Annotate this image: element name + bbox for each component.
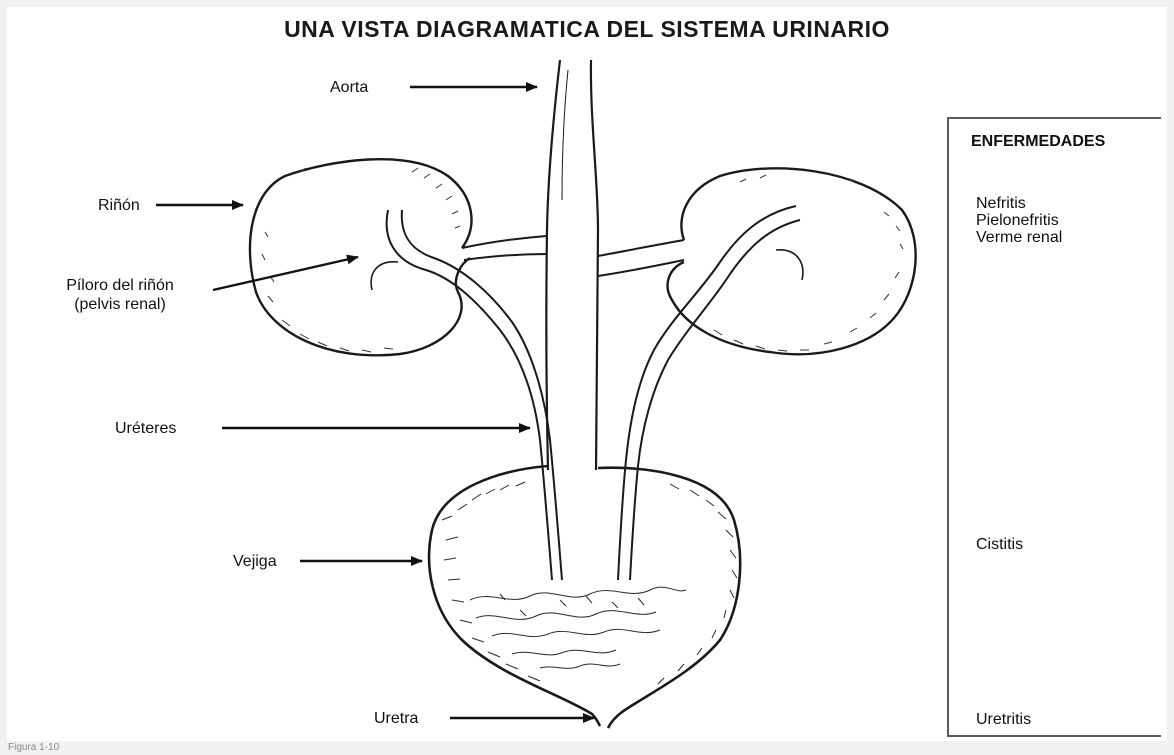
bladder-texture [442, 482, 737, 684]
label-uretra: Uretra [374, 709, 418, 728]
disease-item: Pielonefritis [976, 212, 1059, 229]
disease-item: Verme renal [976, 229, 1062, 246]
label-piloro: Píloro del riñón (pelvis renal) [25, 276, 215, 314]
bladder [429, 466, 740, 728]
label-aorta: Aorta [330, 78, 368, 97]
right-ureter [618, 206, 803, 580]
left-ureter [371, 210, 562, 580]
label-vejiga: Vejiga [233, 552, 277, 571]
label-ureteres: Uréteres [115, 419, 176, 438]
label-piloro-line1: Píloro del riñón [25, 276, 215, 295]
disease-item: Cistitis [976, 536, 1023, 553]
label-piloro-line2: (pelvis renal) [25, 295, 215, 314]
figure-caption: Figura 1-10 [8, 742, 59, 753]
renal-vessels [462, 236, 684, 276]
right-kidney-hatching [714, 175, 903, 351]
diseases-panel: ENFERMEDADES Nefritis Pielonefritis Verm… [947, 117, 1161, 737]
left-kidney [250, 159, 472, 355]
label-arrows [156, 87, 594, 718]
aorta-vessel [546, 60, 598, 470]
label-rinon: Riñón [98, 196, 140, 215]
left-kidney-hatching [262, 168, 460, 352]
right-kidney [668, 168, 916, 354]
disease-item: Nefritis [976, 195, 1026, 212]
disease-item: Uretritis [976, 711, 1031, 728]
diseases-panel-title: ENFERMEDADES [971, 133, 1105, 151]
arrow-piloro [213, 257, 358, 290]
